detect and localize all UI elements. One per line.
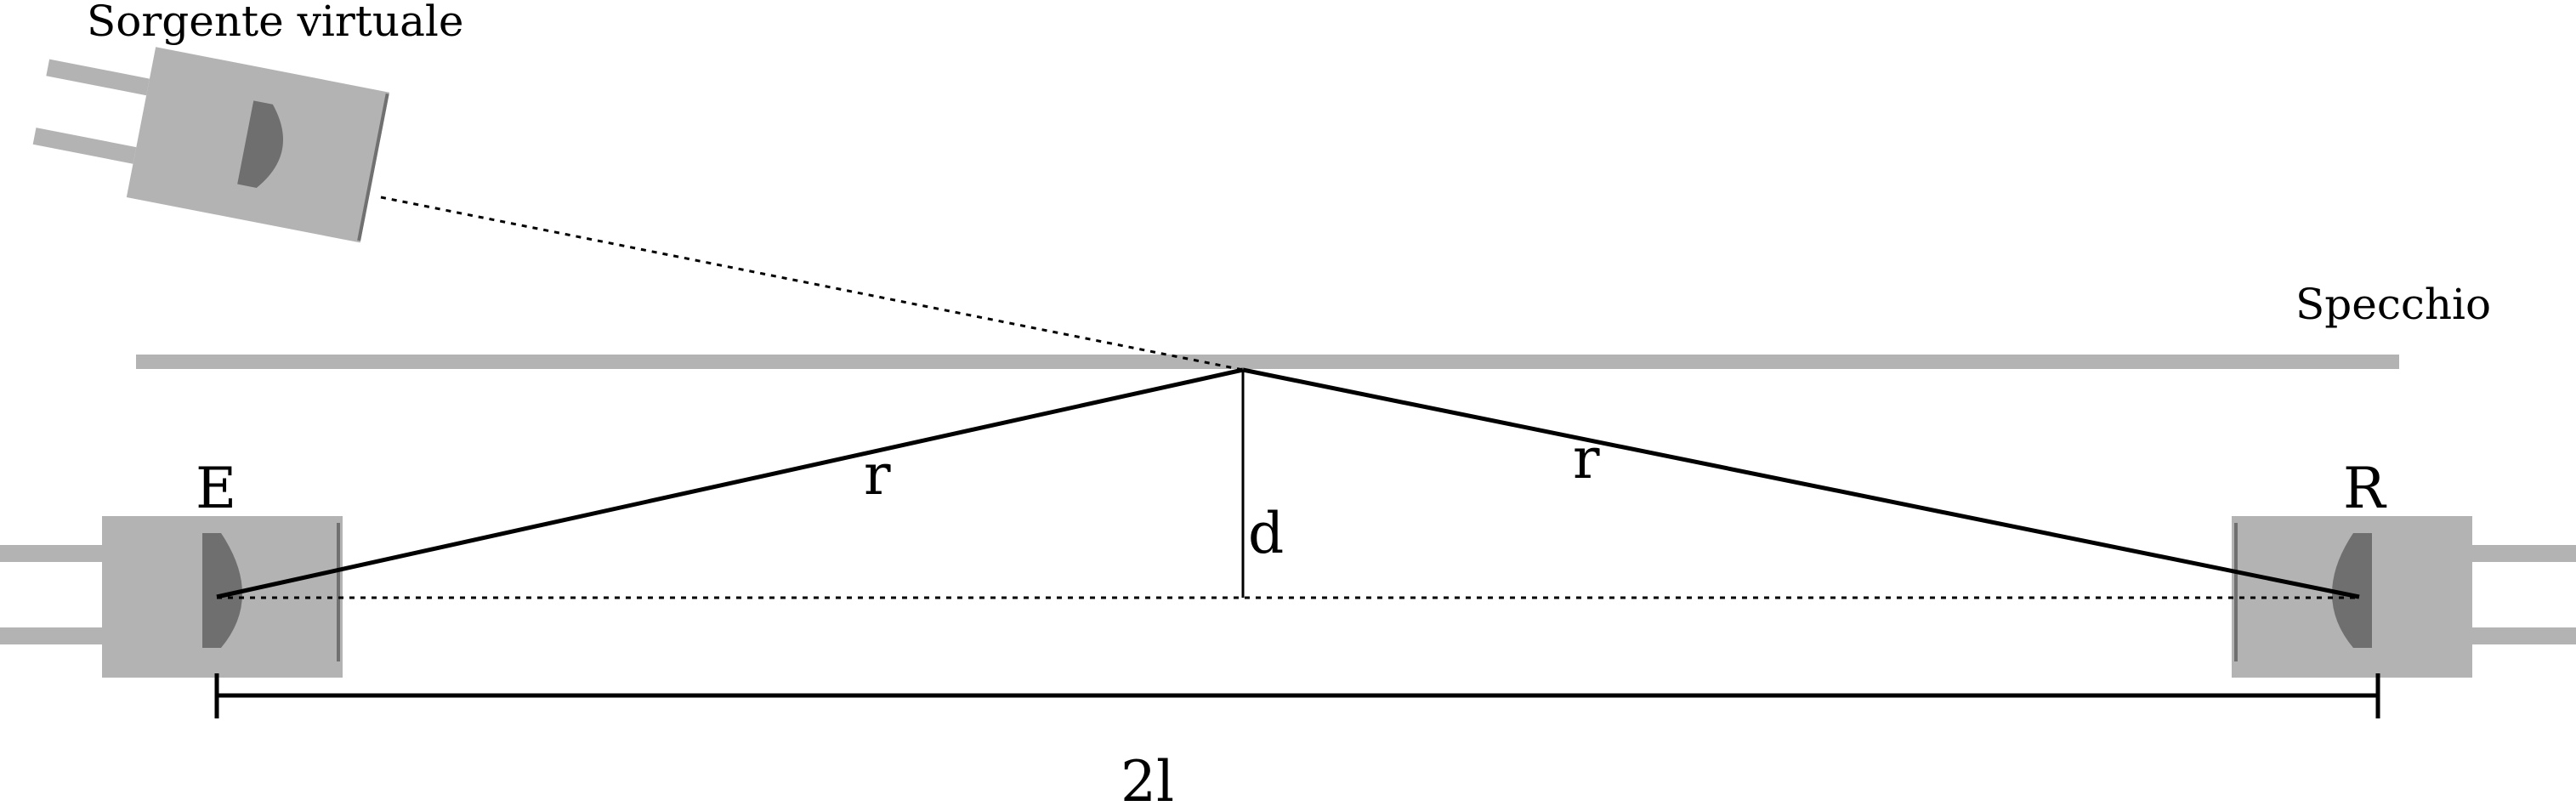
- virtual-source-device: [32, 47, 390, 243]
- virtual-source-lens: [237, 100, 283, 188]
- mirror-label: Specchio: [2295, 280, 2491, 329]
- ray-left-label: r: [864, 442, 891, 508]
- virtual-source-pin-top: [46, 59, 150, 96]
- virtual-source-label: Sorgente virtuale: [87, 0, 463, 46]
- virtual-source-pin-bottom: [32, 128, 137, 164]
- emitter-pin-bottom: [0, 627, 104, 644]
- virtual-source-front-edge: [357, 93, 389, 241]
- height-label: d: [1248, 501, 1284, 566]
- emitter-pin-top: [0, 545, 104, 562]
- ray-right: [1242, 367, 2360, 599]
- receiver-label: R: [2343, 456, 2387, 521]
- ray-right-label: r: [1573, 426, 1600, 491]
- receiver-pin-bottom: [2470, 627, 2576, 644]
- receiver-pin-top: [2470, 545, 2576, 562]
- emitter-lens: [202, 533, 242, 648]
- mirror-bar: [136, 355, 2399, 369]
- receiver-device: [2232, 516, 2576, 678]
- receiver-lens: [2332, 533, 2372, 648]
- emitter-device: [0, 516, 343, 678]
- virtual-ray: [380, 196, 1244, 372]
- emitter-label: E: [196, 456, 236, 521]
- baseline-label: 2l: [1121, 749, 1174, 806]
- ray-left: [216, 367, 1244, 599]
